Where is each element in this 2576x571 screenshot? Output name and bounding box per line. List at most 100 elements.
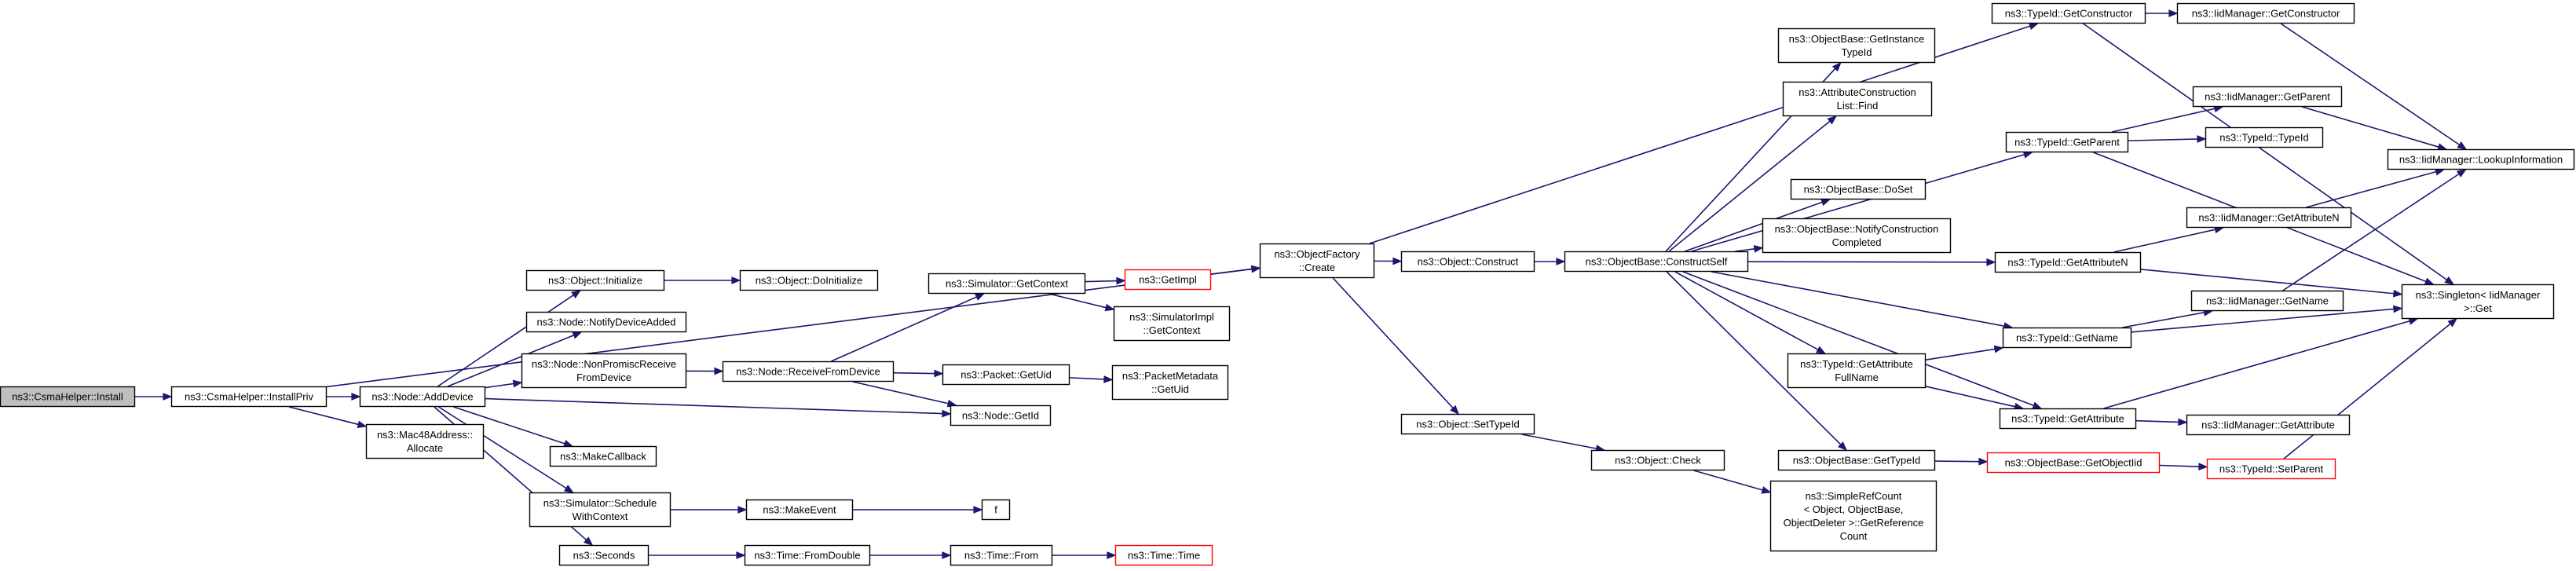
node-time-time[interactable]: ns3::Time::Time [1114, 544, 1213, 566]
node-objectbase-constructself[interactable]: ns3::ObjectBase::ConstructSelf [1564, 251, 1749, 273]
edge-arrowhead [351, 393, 361, 401]
node-typeid-getattributen[interactable]: ns3::TypeId::GetAttributeN [1994, 251, 2142, 273]
node-iidmanager-lookupinformation[interactable]: ns3::IidManager::LookupInformation [2387, 148, 2575, 170]
node-time-from[interactable]: ns3::Time::From [950, 544, 1053, 566]
node-makecallback[interactable]: ns3::MakeCallback [549, 445, 657, 467]
node-object-construct[interactable]: ns3::Object::Construct [1400, 251, 1535, 273]
node-object-check[interactable]: ns3::Object::Check [1590, 449, 1725, 471]
node-box [1787, 353, 1927, 389]
node-objectbase-gettypeid[interactable]: ns3::ObjectBase::GetTypeId [1777, 449, 1936, 471]
edge-arrowhead [1815, 346, 1827, 354]
node-seconds[interactable]: ns3::Seconds [558, 544, 649, 566]
node-typeid-typeid[interactable]: ns3::TypeId::TypeId [2205, 126, 2324, 148]
edge-arrowhead [2032, 401, 2043, 409]
node-iidmanager-getconstructor[interactable]: ns3::IidManager::GetConstructor [2176, 2, 2355, 24]
node-mac48address-allocate[interactable]: ns3::Mac48Address::Allocate [365, 423, 485, 459]
node-label: ns3::AttributeConstruction [1798, 86, 1916, 98]
edge-objectbase-constructself-to-objectbase-notifyconstructioncompleted [1735, 245, 1764, 253]
node-label: ns3::Time::Time [1128, 549, 1200, 561]
node-node-notifydeviceadded[interactable]: ns3::Node::NotifyDeviceAdded [525, 311, 687, 333]
node-box [2192, 86, 2343, 108]
node-object-initialize[interactable]: ns3::Object::Initialize [525, 269, 665, 291]
edge-arrowhead [1827, 115, 1838, 125]
node-label: ns3::Mac48Address:: [377, 429, 473, 441]
node-label: ns3::ObjectBase::GetInstance [1789, 33, 1925, 45]
node-node-adddevice[interactable]: ns3::Node::AddDevice [359, 386, 486, 408]
edge-line [437, 294, 574, 387]
edge-csmahelper-installpriv-to-node-adddevice [327, 393, 361, 401]
node-object-settypeid[interactable]: ns3::Object::SetTypeId [1400, 413, 1535, 435]
node-label: ns3::MakeEvent [763, 503, 836, 515]
node-label: ns3::Singleton< IidManager [2416, 289, 2541, 301]
node-packetmetadata-getuid[interactable]: ns3::PacketMetadata::GetUid [1111, 364, 1229, 401]
node-typeid-getattribute[interactable]: ns3::TypeId::GetAttribute [1999, 408, 2137, 430]
node-typeid-getparent[interactable]: ns3::TypeId::GetParent [2005, 131, 2129, 153]
node-objectfactory-create[interactable]: ns3::ObjectFactory::Create [1259, 243, 1375, 279]
edge-arrowhead [357, 420, 368, 429]
node-getimpl[interactable]: ns3::GetImpl [1124, 269, 1212, 291]
edge-objectbase-constructself-to-attributeconstructionlist-find [1668, 115, 1838, 252]
node-box [745, 499, 854, 521]
node-box [549, 445, 657, 467]
node-typeid-setparent[interactable]: ns3::TypeId::SetParent [2206, 458, 2336, 480]
edge-line [1682, 271, 2034, 407]
node-typeid-getname[interactable]: ns3::TypeId::GetName [2002, 327, 2132, 349]
edge-line [2283, 323, 2451, 459]
node-iidmanager-getname[interactable]: ns3::IidManager::GetName [2190, 290, 2344, 312]
edge-arrowhead [1104, 303, 1115, 312]
node-box [1259, 243, 1375, 279]
node-box [950, 404, 1052, 426]
edge-arrowhead [563, 440, 574, 448]
node-typeid-getconstructor[interactable]: ns3::TypeId::GetConstructor [1991, 2, 2146, 24]
node-label: ns3::TypeId::GetAttributeN [2007, 256, 2128, 268]
node-box [2205, 126, 2324, 148]
node-packet-getuid[interactable]: ns3::Packet::GetUid [942, 364, 1070, 386]
node-iidmanager-getattribute[interactable]: ns3::IidManager::GetAttribute [2186, 414, 2351, 436]
node-node-getid[interactable]: ns3::Node::GetId [950, 404, 1052, 426]
node-singleton-get[interactable]: ns3::Singleton< IidManager >::Get [2401, 284, 2555, 320]
edge-line [1048, 293, 1107, 309]
node-label: ns3::ObjectBase::GetObjectIid [2005, 456, 2142, 468]
node-object-doinitialize[interactable]: ns3::Object::DoInitialize [739, 269, 879, 291]
edge-arrowhead [563, 485, 574, 493]
node-iidmanager-getattributen[interactable]: ns3::IidManager::GetAttributeN [2186, 207, 2352, 229]
node-box [170, 386, 327, 408]
node-time-fromdouble[interactable]: ns3::Time::FromDouble [744, 544, 871, 566]
node-csmahelper-install[interactable]: ns3::CsmaHelper::Install [0, 386, 136, 408]
node-csmahelper-installpriv[interactable]: ns3::CsmaHelper::InstallPriv [170, 386, 327, 408]
node-label: ns3::Object::SetTypeId [1416, 418, 1520, 430]
edge-arrowhead [1837, 441, 1848, 452]
edge-line [1674, 271, 1819, 350]
node-label: ::GetUid [1151, 383, 1189, 395]
node-objectbase-getobjectiid[interactable]: ns3::ObjectBase::GetObjectIid [1986, 452, 2161, 474]
edge-object-settypeid-to-object-check [1521, 434, 1606, 452]
edge-line [2113, 229, 2216, 253]
edge-arrowhead [942, 409, 952, 418]
node-label: < Object, ObjectBase, [1804, 503, 1904, 515]
node-label: Count [1840, 530, 1868, 542]
node-node-receivefromdevice[interactable]: ns3::Node::ReceiveFromDevice [722, 361, 895, 382]
node-label: Allocate [407, 442, 443, 454]
node-label: ns3::TypeId::TypeId [2219, 131, 2308, 143]
node-box [1991, 2, 2146, 24]
node-label: ns3::Node::ReceiveFromDevice [736, 365, 880, 377]
node-label: ns3::TypeId::GetName [2016, 331, 2118, 343]
edge-csmahelper-install-to-csmahelper-installpriv [135, 393, 173, 401]
node-objectbase-doset[interactable]: ns3::ObjectBase::DoSet [1790, 178, 1927, 200]
node-simulatorimpl-getcontext[interactable]: ns3::SimulatorImpl::GetContext [1113, 306, 1231, 342]
node-simulator-getcontext[interactable]: ns3::Simulator::GetContext [928, 273, 1086, 295]
node-iidmanager-getparent[interactable]: ns3::IidManager::GetParent [2192, 86, 2343, 108]
node-objectbase-notifyconstructioncompleted[interactable]: ns3::ObjectBase::NotifyConstructionCompl… [1762, 218, 1952, 254]
node-f[interactable]: f [981, 499, 1011, 521]
node-makeevent[interactable]: ns3::MakeEvent [745, 499, 854, 521]
node-label: FromDevice [576, 372, 631, 383]
node-box [744, 544, 871, 566]
node-simplerefcount-getreferencecount[interactable]: ns3::SimpleRefCount< Object, ObjectBase,… [1769, 480, 1937, 552]
node-box [2206, 458, 2336, 480]
edge-node-receivefromdevice-to-simulator-getcontext [831, 293, 986, 362]
